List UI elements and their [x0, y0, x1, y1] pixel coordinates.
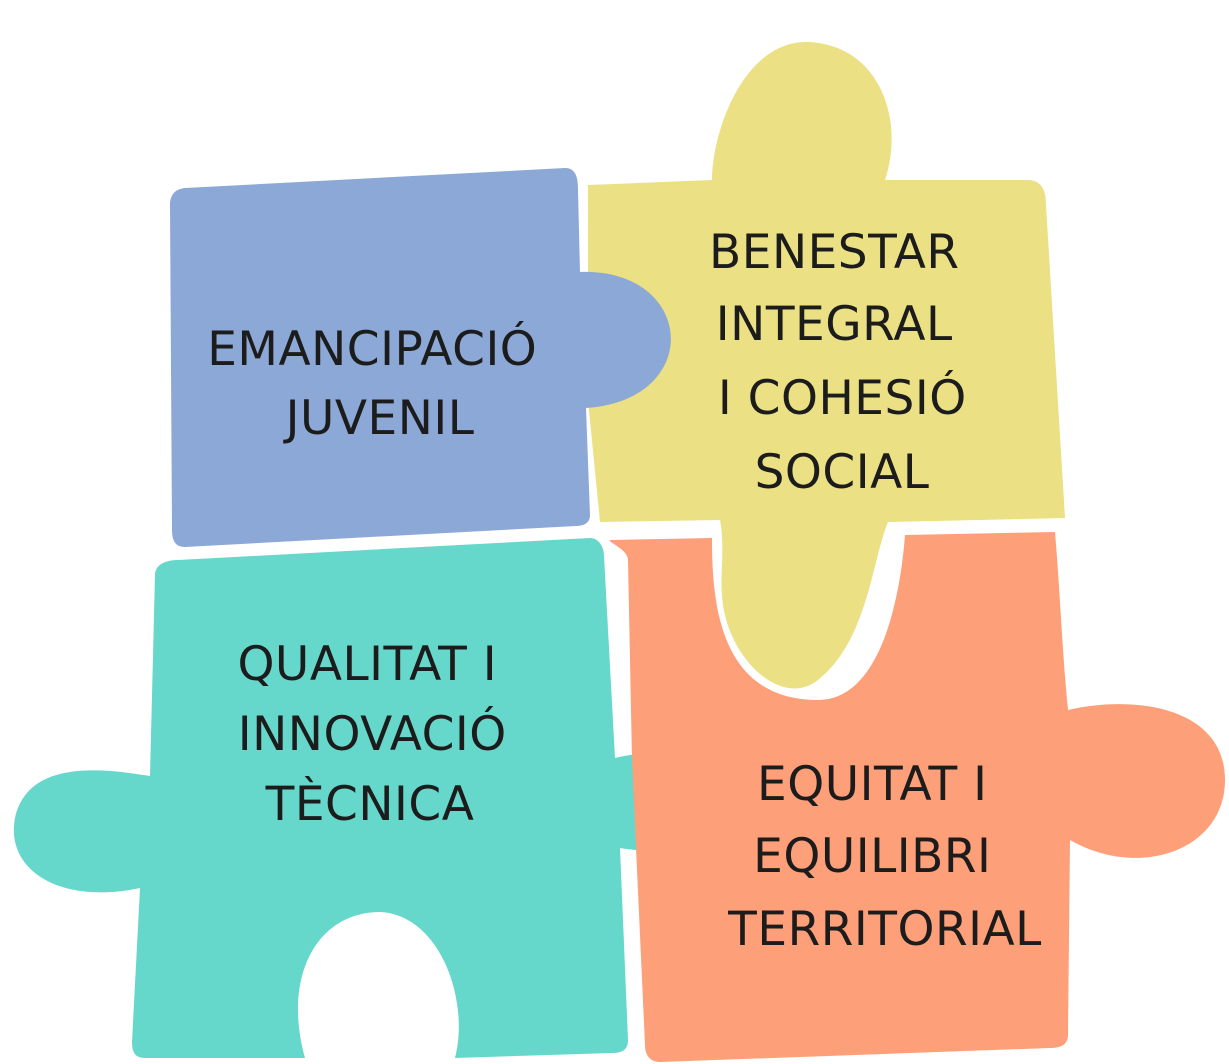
piece-equitat-label: EQUITAT I EQUILIBRI TERRITORIAL — [727, 757, 1042, 957]
piece-qualitat-shape — [13, 538, 728, 1058]
piece-emancipacio-line-1: EMANCIPACIÓ — [207, 322, 537, 377]
piece-emancipacio-label: EMANCIPACIÓ JUVENIL — [207, 322, 553, 446]
piece-benestar-line-1: BENESTAR — [709, 225, 960, 280]
piece-benestar-line-3: I COHESIÓ — [718, 371, 967, 426]
piece-benestar-shape — [588, 41, 1065, 689]
piece-qualitat-line-2: INNOVACIÓ — [238, 707, 507, 762]
piece-equitat-shape — [609, 532, 1225, 1062]
piece-qualitat-line-3: TÈCNICA — [265, 777, 475, 832]
piece-benestar-line-2: INTEGRAL — [716, 297, 953, 352]
piece-emancipacio-shape — [170, 168, 671, 547]
piece-benestar-label: BENESTAR INTEGRAL I COHESIÓ SOCIAL — [709, 225, 982, 500]
piece-benestar-line-4: SOCIAL — [755, 445, 930, 500]
piece-equitat-line-3: TERRITORIAL — [727, 902, 1042, 957]
piece-qualitat-line-1: QUALITAT I — [237, 637, 497, 692]
piece-equitat-line-2: EQUILIBRI — [753, 829, 991, 884]
piece-emancipacio-line-2: JUVENIL — [283, 391, 475, 446]
piece-qualitat-label: QUALITAT I INNOVACIÓ TÈCNICA — [237, 637, 522, 832]
piece-equitat-line-1: EQUITAT I — [757, 757, 988, 812]
